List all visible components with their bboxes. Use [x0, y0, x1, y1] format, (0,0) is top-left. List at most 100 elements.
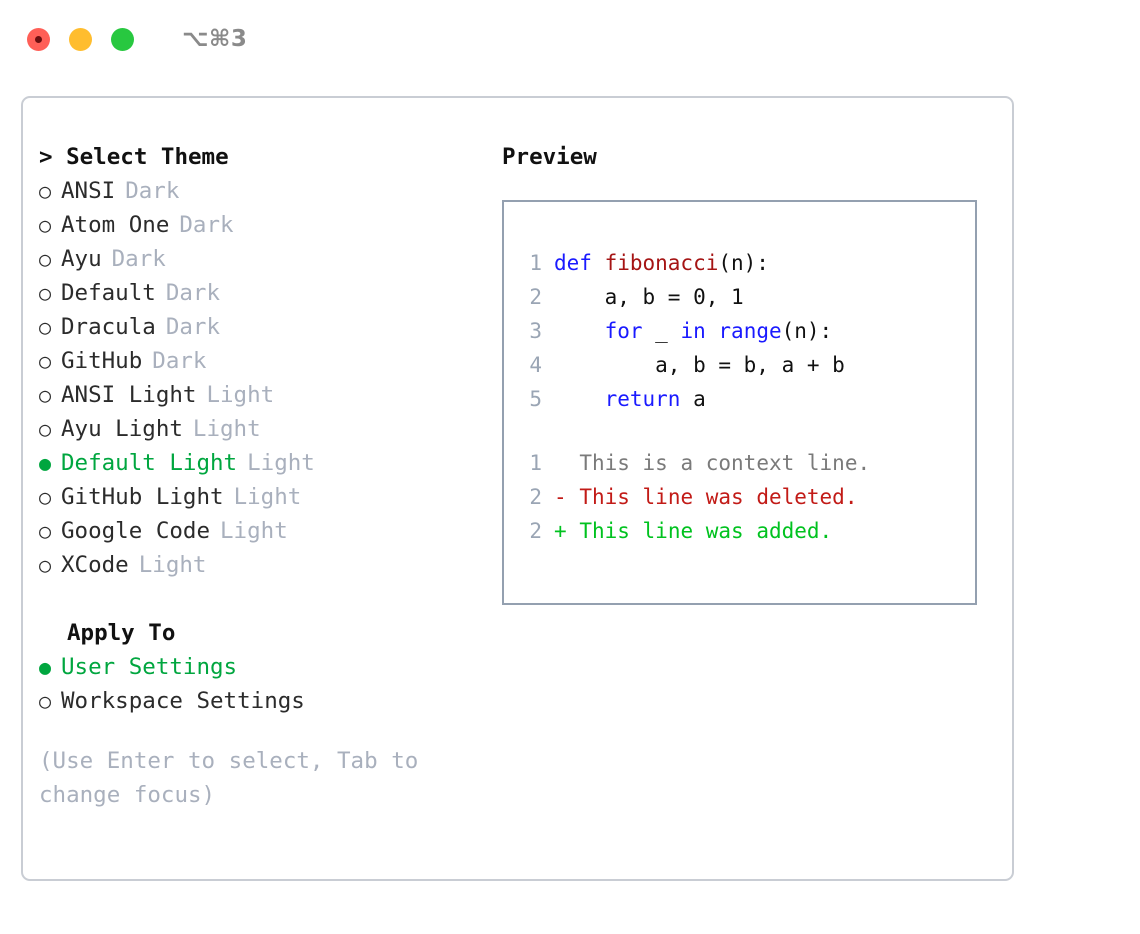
list-item-workspace-settings[interactable]: ○ Workspace Settings [39, 684, 489, 718]
list-item-google-code-light[interactable]: ○ Google Code Light [39, 514, 489, 548]
list-item-ansi-light[interactable]: ○ ANSI Light Light [39, 378, 489, 412]
diff-content: This line was added. [579, 519, 833, 543]
theme-tag: Dark [111, 246, 166, 272]
preview-column: Preview 1 def fibonacci(n): 2 a, b = 0, … [502, 140, 992, 605]
diff-marker: + [554, 519, 567, 543]
theme-name: Google Code [61, 518, 211, 544]
radio-icon[interactable]: ○ [39, 553, 52, 577]
theme-tag: Light [138, 552, 207, 578]
theme-tag: Light [206, 382, 275, 408]
theme-tag: Dark [165, 280, 221, 306]
window-titlebar: ⌥⌘3 [0, 0, 1140, 78]
list-item-user-settings[interactable]: ● User Settings [39, 650, 489, 684]
code-token-plain [706, 319, 719, 343]
list-item-github-dark[interactable]: ○ GitHub Dark [39, 344, 489, 378]
list-item-ayu-dark[interactable]: ○ Ayu Dark [39, 242, 489, 276]
code-token-keyword: for [604, 319, 643, 343]
code-row: 1 def fibonacci(n): [518, 246, 975, 280]
theme-tag: Light [220, 518, 288, 544]
code-content: def fibonacci(n): [554, 246, 769, 280]
theme-name: Ayu [61, 246, 102, 272]
diff-text [567, 480, 580, 514]
radio-icon[interactable]: ○ [39, 179, 52, 203]
list-item-atom-one-dark[interactable]: ○ Atom One Dark [39, 208, 489, 242]
list-item-ayu-light[interactable]: ○ Ayu Light Light [39, 412, 489, 446]
radio-icon[interactable]: ○ [39, 349, 52, 373]
code-token-keyword: in [680, 319, 706, 343]
list-item-dracula-dark[interactable]: ○ Dracula Dark [39, 310, 489, 344]
theme-name: GitHub Light [61, 484, 224, 510]
line-number: 1 [529, 251, 542, 275]
diff-marker: - [554, 485, 567, 509]
code-token-plain: _ [642, 319, 681, 343]
code-row: 4 a, b = b, a + b [518, 348, 975, 382]
diff-row-added: 2 + This line was added. [518, 514, 975, 548]
code-row: 5 return a [518, 382, 975, 416]
theme-name: XCode [61, 552, 129, 578]
traffic-light-controls [27, 27, 134, 51]
theme-name: Atom One [61, 212, 170, 238]
code-token-plain [554, 387, 605, 411]
code-row: 2 a, b = 0, 1 [518, 280, 975, 314]
list-item-default-light[interactable]: ● Default Light Light [39, 446, 489, 480]
theme-tag: Light [233, 484, 302, 510]
theme-tag: Light [247, 450, 315, 476]
list-item-ansi-dark[interactable]: ○ ANSI Dark [39, 174, 489, 208]
code-content: a, b = 0, 1 [554, 280, 744, 314]
theme-list: ○ ANSI Dark ○ Atom One Dark ○ Ayu Dark [39, 174, 489, 582]
line-number: 4 [529, 353, 542, 377]
theme-tag: Dark [152, 348, 207, 374]
code-token-keyword: def [554, 251, 605, 275]
maximize-icon[interactable] [111, 27, 134, 51]
code-token-plain [554, 319, 605, 343]
list-item-github-light[interactable]: ○ GitHub Light Light [39, 480, 489, 514]
code-token-plain: a, b = b, a + b [554, 353, 845, 377]
radio-icon[interactable]: ○ [39, 417, 52, 441]
line-number: 5 [529, 387, 542, 411]
line-number: 2 [529, 519, 542, 543]
code-row: 3 for _ in range(n): [518, 314, 975, 348]
radio-icon[interactable]: ○ [39, 281, 52, 305]
diff-text [567, 514, 580, 548]
radio-icon[interactable]: ○ [39, 485, 52, 509]
theme-name: GitHub [61, 348, 143, 374]
apply-to-label: Workspace Settings [61, 688, 305, 714]
radio-selected-icon[interactable]: ● [39, 655, 52, 679]
line-number: 2 [529, 285, 542, 309]
theme-tag: Dark [179, 212, 234, 238]
apply-to-list: ● User Settings ○ Workspace Settings [39, 650, 489, 718]
minimize-icon[interactable] [69, 27, 92, 51]
radio-icon[interactable]: ○ [39, 315, 52, 339]
theme-name: Default [61, 280, 156, 306]
radio-icon[interactable]: ○ [39, 383, 52, 407]
theme-tag: Dark [165, 314, 221, 340]
code-token-keyword: return [604, 387, 681, 411]
diff-content: This line was deleted. [579, 485, 858, 509]
diff-marker [554, 446, 567, 480]
list-item-default-dark[interactable]: ○ Default Dark [39, 276, 489, 310]
diff-row-context: 1 This is a context line. [518, 446, 975, 480]
theme-selector-column: > Select Theme ○ ANSI Dark ○ Atom One Da… [39, 140, 489, 812]
theme-name: Ayu Light [61, 416, 183, 442]
list-item-xcode-light[interactable]: ○ XCode Light [39, 548, 489, 582]
code-content: a, b = b, a + b [554, 348, 845, 382]
code-token-plain: a [680, 387, 706, 411]
radio-icon[interactable]: ○ [39, 689, 52, 713]
list-spacer [39, 582, 489, 616]
line-number: 3 [529, 319, 542, 343]
code-content: return a [554, 382, 706, 416]
theme-name: Default Light [61, 450, 238, 476]
radio-selected-icon[interactable]: ● [39, 451, 52, 475]
radio-icon[interactable]: ○ [39, 213, 52, 237]
diff-content: This is a context line. [579, 451, 871, 475]
radio-icon[interactable]: ○ [39, 519, 52, 543]
code-token-plain: (n): [781, 319, 833, 343]
code-token-keyword: range [718, 319, 782, 343]
line-number: 1 [529, 451, 542, 475]
code-token-plain: (n): [718, 251, 769, 275]
close-icon[interactable] [27, 27, 50, 51]
radio-icon[interactable]: ○ [39, 247, 52, 271]
select-theme-header: > Select Theme [39, 144, 229, 170]
keyboard-hint-text: (Use Enter to select, Tab to change focu… [39, 748, 432, 808]
